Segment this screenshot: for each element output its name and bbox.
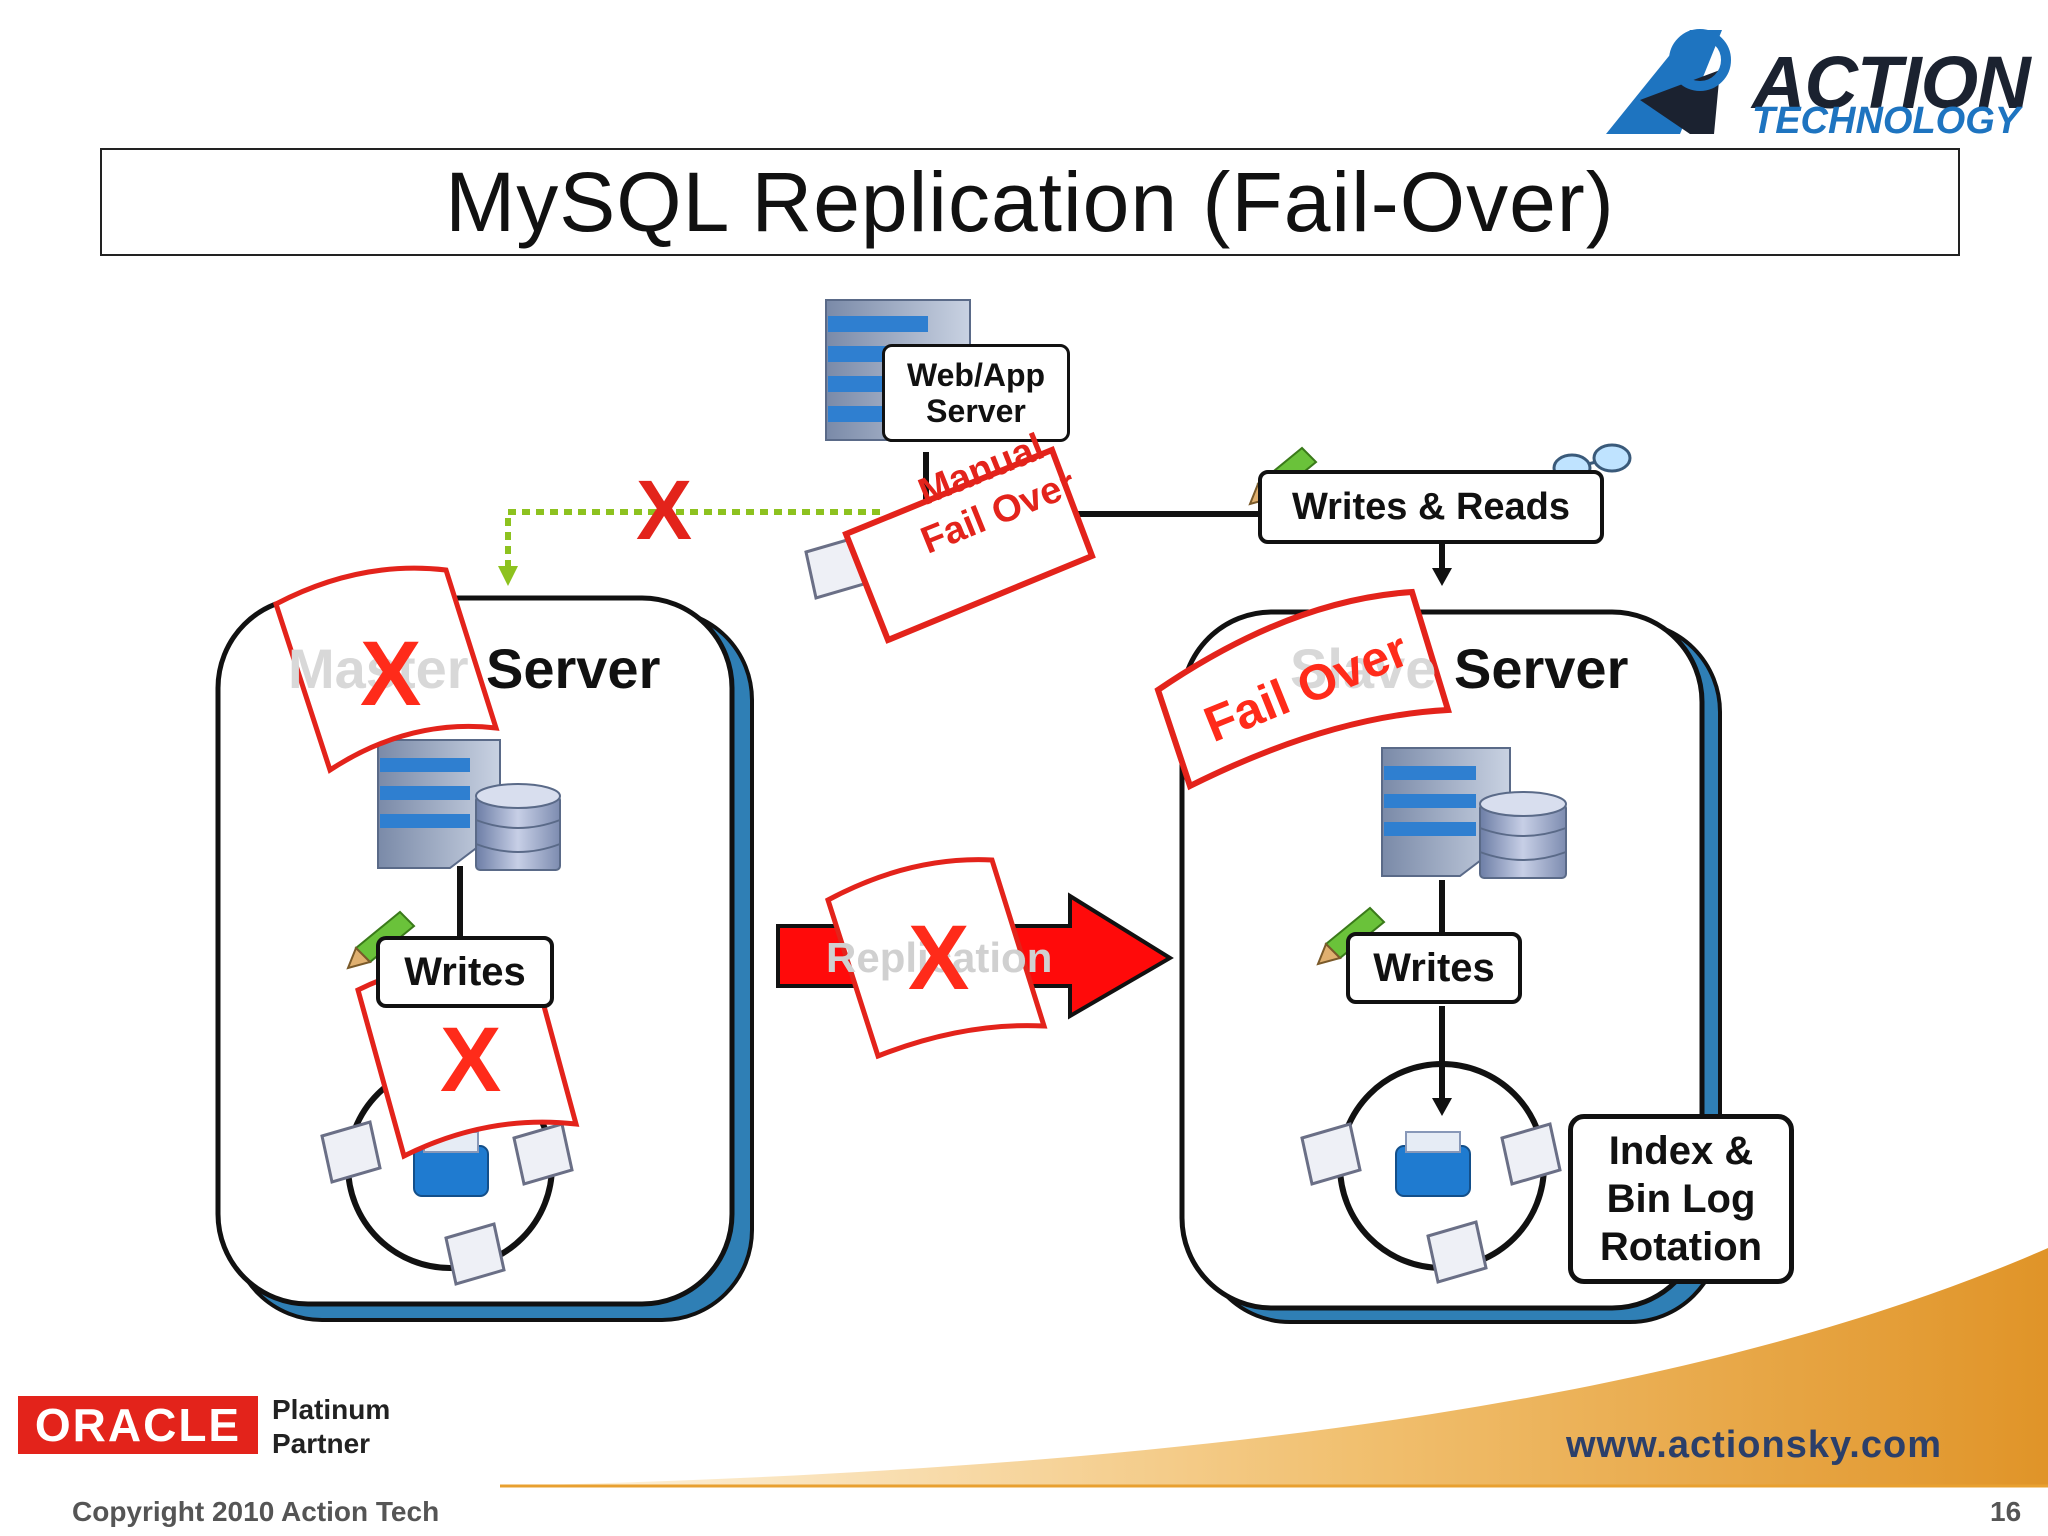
master-ghost-word: Master xyxy=(288,637,469,700)
logo-word-technology: TECHNOLOGY xyxy=(1752,100,2021,142)
master-db-server-icon xyxy=(377,739,561,871)
master-writes-label: Writes xyxy=(376,936,554,1008)
copyright: Copyright 2010 Action Tech xyxy=(72,1496,440,1527)
slave-ghost-word: Slave xyxy=(1290,637,1437,700)
web-app-line1: Web/App xyxy=(906,357,1046,393)
rotation-line2: Bin Log xyxy=(1606,1177,1756,1221)
oracle-logo: ORACLE xyxy=(18,1396,258,1454)
slave-db-server-icon xyxy=(1381,747,1567,879)
web-app-server-label: Web/App Server xyxy=(882,344,1070,442)
oracle-platinum: Platinum xyxy=(272,1394,391,1425)
replication-fail-flag xyxy=(824,857,1048,1060)
page-title: MySQL Replication (Fail-Over) xyxy=(445,154,1615,249)
dotted-path-x-mark: X xyxy=(636,463,693,557)
writes-reads-label: Writes & Reads xyxy=(1258,470,1604,544)
binlog-rotation-label: Index & Bin Log Rotation xyxy=(1568,1114,1794,1284)
master-x-mark: X xyxy=(360,623,422,725)
slave-failover-flag xyxy=(1154,588,1452,791)
web-app-line2: Server xyxy=(926,393,1026,429)
oracle-partner: Partner xyxy=(272,1428,371,1459)
manual-failover-flag xyxy=(842,446,1096,644)
slave-title: Server xyxy=(1454,637,1629,700)
slave-writes-label: Writes xyxy=(1346,932,1522,1004)
log-scroll-icons xyxy=(320,536,1562,1286)
replication-label: Replication xyxy=(826,934,1053,981)
rotation-line3: Rotation xyxy=(1599,1225,1763,1269)
replication-x-mark: X xyxy=(908,907,970,1009)
page-number: 16 xyxy=(1990,1496,2022,1527)
action-logo-mark xyxy=(1606,29,1731,134)
master-fail-flag xyxy=(272,565,500,774)
logo-word-action: ACTION xyxy=(1752,41,2031,124)
title-box: MySQL Replication (Fail-Over) xyxy=(100,148,1960,256)
master-log-x-mark: X xyxy=(440,1009,502,1111)
master-title: Server xyxy=(486,637,661,700)
rotation-line1: Index & xyxy=(1608,1129,1754,1173)
footer-swoosh xyxy=(500,1248,2048,1486)
slave-folder-icon xyxy=(1395,1131,1471,1197)
website-url[interactable]: www.actionsky.com xyxy=(1566,1424,1942,1466)
